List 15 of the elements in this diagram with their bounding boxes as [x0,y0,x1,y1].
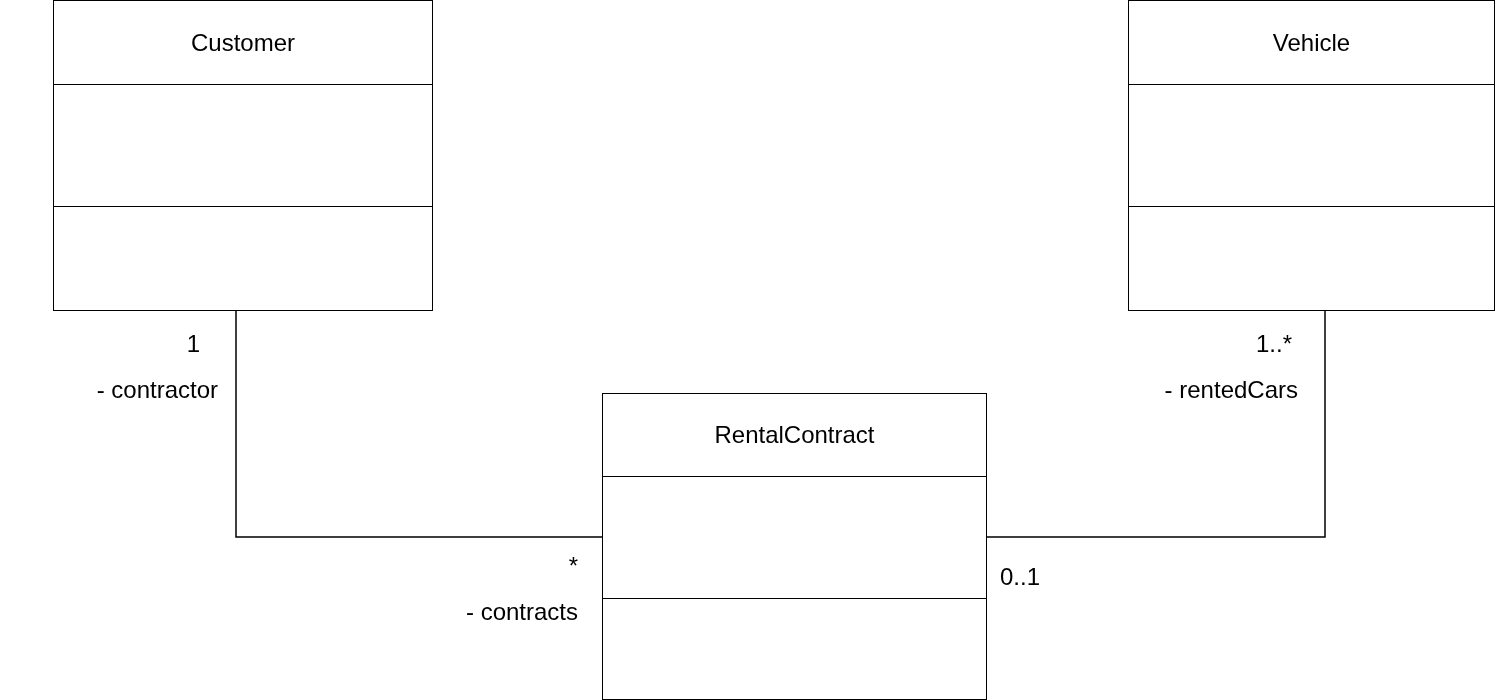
class-box [1128,0,1495,311]
role-name: - rentedCars [1164,376,1298,404]
role-name: - contractor [96,376,218,404]
association-line [986,310,1326,538]
class-name: RentalContract [714,421,875,449]
class-box [602,393,987,700]
multiplicity: 1 [186,330,200,358]
multiplicity: 1..* [1255,330,1292,358]
role-name: - contracts [465,598,578,626]
class-name: Customer [191,28,295,57]
class-box [53,0,433,311]
multiplicity: * [568,552,578,580]
multiplicity: 0..1 [1000,563,1041,591]
association-line [235,310,603,538]
class-name: Vehicle [1272,28,1351,57]
